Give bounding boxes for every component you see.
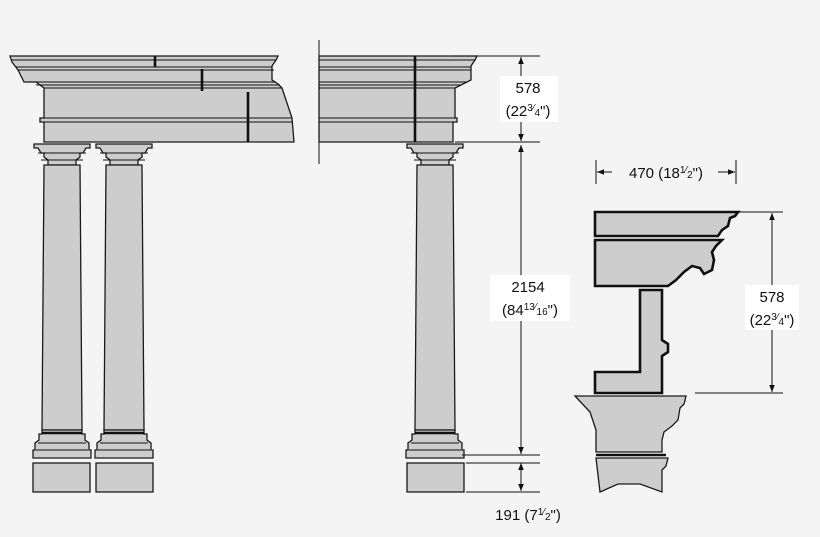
svg-text:(223⁄4"): (223⁄4") xyxy=(506,103,551,120)
dim-mm: 2154 xyxy=(511,279,544,296)
cornice-section-profile xyxy=(573,210,741,493)
plinth-left-2 xyxy=(95,462,154,493)
dim-mm: 578 xyxy=(515,80,540,97)
dim-mm: 578 xyxy=(759,289,784,306)
left-entablature xyxy=(9,55,295,143)
label-column-height: 2154 (8413⁄16") xyxy=(490,275,570,321)
plinth-right xyxy=(406,462,465,493)
svg-text:(223⁄4"): (223⁄4") xyxy=(750,312,795,329)
label-profile-height: 578 (223⁄4") xyxy=(745,285,799,330)
svg-text:470 (181⁄2"): 470 (181⁄2") xyxy=(629,165,703,182)
label-plinth-height: 191 (71⁄2") xyxy=(495,507,561,524)
column-left-1 xyxy=(31,142,93,460)
label-profile-depth: 470 (181⁄2") xyxy=(629,165,703,182)
right-entablature xyxy=(318,40,479,164)
svg-text:(8413⁄16"): (8413⁄16") xyxy=(502,302,558,319)
label-entablature-height: 578 (223⁄4") xyxy=(500,76,558,122)
plinth-left-1 xyxy=(32,462,91,493)
svg-text:191 (71⁄2"): 191 (71⁄2") xyxy=(495,507,561,524)
column-left-2 xyxy=(93,142,155,460)
column-right xyxy=(404,142,466,460)
